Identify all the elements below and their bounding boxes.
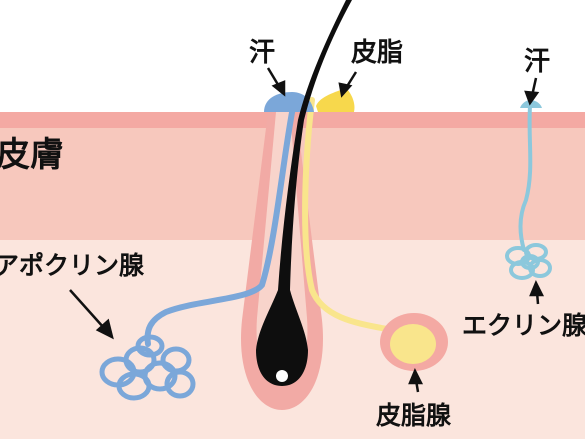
- label-sweat-top: 汗: [249, 38, 275, 68]
- arrow-sebum-top-head: [338, 82, 353, 98]
- label-sebaceous-gland: 皮脂腺: [376, 401, 452, 430]
- arrow-apocrine-head: [95, 318, 114, 340]
- hair-bulb-papilla: [276, 370, 288, 382]
- arrow-apocrine: [69, 289, 105, 329]
- label-eccrine-gland: エクリン腺: [462, 311, 585, 340]
- annotation-arrows: [69, 67, 545, 393]
- arrow-sweat-right-head: [524, 90, 540, 106]
- label-skin: 皮膚: [0, 135, 64, 175]
- eccrine-gland: [505, 243, 552, 280]
- arrow-sebaceous-head: [408, 367, 424, 385]
- sweat-drop-top: [264, 92, 314, 112]
- arrow-eccrine-head: [529, 279, 545, 297]
- apocrine-duct: [144, 99, 297, 347]
- sweat-drop-right: [520, 100, 542, 108]
- label-sebum-top: 皮脂: [351, 38, 403, 68]
- eccrine-duct: [518, 104, 533, 252]
- label-apocrine-gland: アポクリン腺: [0, 251, 145, 280]
- sebaceous-duct: [302, 97, 395, 333]
- label-sweat-right: 汗: [524, 47, 550, 77]
- apocrine-gland: [99, 334, 196, 401]
- hair-shaft: [256, 0, 352, 386]
- sebaceous-gland: [390, 324, 436, 364]
- arrow-sweat-top-head: [271, 80, 286, 97]
- sebum-drop: [316, 88, 355, 112]
